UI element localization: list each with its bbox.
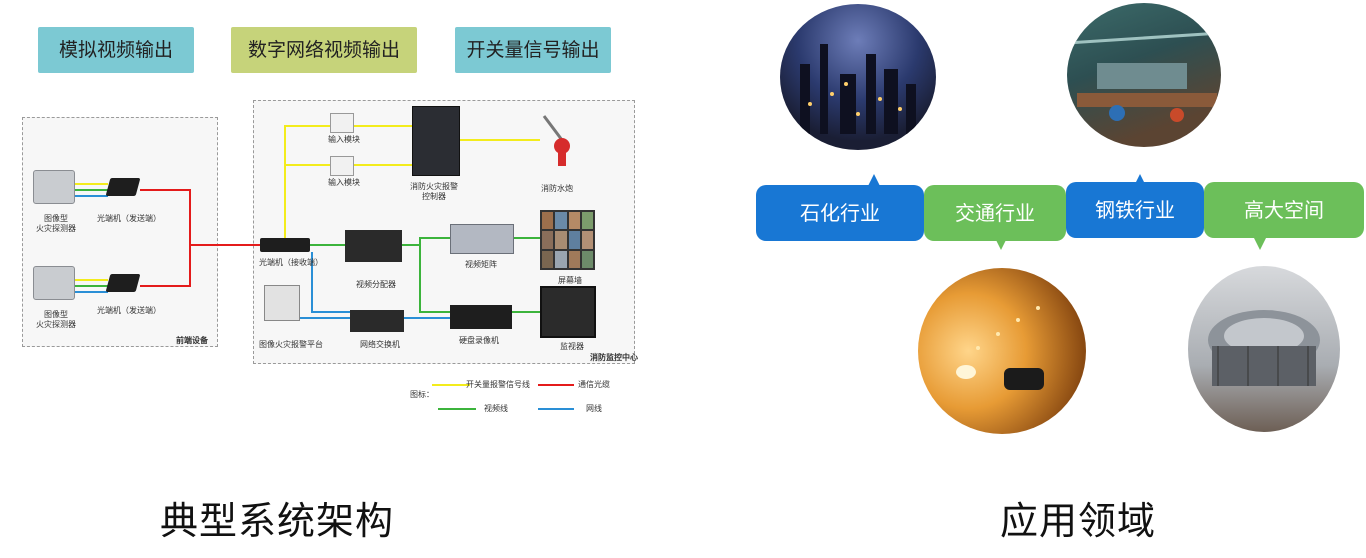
industry-pointers xyxy=(868,174,1266,250)
input-module-2-label: 输入模块 xyxy=(328,178,360,187)
tunnel-photo xyxy=(918,268,1086,434)
input-module-1-label: 输入模块 xyxy=(328,135,360,144)
monitor-label: 监视器 xyxy=(560,342,584,351)
receiver-icon xyxy=(260,238,310,252)
video-matrix-label: 视频矩阵 xyxy=(465,260,497,269)
receiver-label: 光端机（接收端） xyxy=(259,258,323,267)
network-switch-icon xyxy=(350,310,404,332)
fire-detector-2-icon xyxy=(33,266,75,300)
legend-title: 图标： xyxy=(410,390,434,399)
fire-alarm-controller-label: 消防火灾报警 控制器 xyxy=(410,182,458,201)
fire-detector-1-icon xyxy=(33,170,75,204)
steel-photo xyxy=(1067,3,1221,147)
fire-detector-1-label: 图像型 火灾探测器 xyxy=(36,214,76,233)
network-switch-label: 网络交换机 xyxy=(360,340,400,349)
legend-fiber: 通信光缆 xyxy=(578,380,610,389)
industry-steel: 钢铁行业 xyxy=(1066,182,1204,238)
petrochemical-photo xyxy=(780,4,936,150)
video-distributor-icon xyxy=(345,230,402,262)
industry-large-space: 高大空间 xyxy=(1204,182,1364,238)
input-module-2-icon xyxy=(330,156,354,176)
input-module-1-icon xyxy=(330,113,354,133)
front-end-title: 前端设备 xyxy=(176,336,208,345)
legend-alarm-line: 开关量报警信号线 xyxy=(466,380,530,389)
dvr-icon xyxy=(450,305,512,329)
right-caption: 应用领域 xyxy=(1000,499,1157,543)
dvr-label: 硬盘录像机 xyxy=(459,336,499,345)
screen-wall-icon xyxy=(540,210,595,270)
tab-digital-network-video: 数字网络视频输出 xyxy=(231,27,417,73)
tab-analog-video: 模拟视频输出 xyxy=(38,27,194,73)
industry-petrochemical: 石化行业 xyxy=(756,185,924,241)
monitoring-center-title: 消防监控中心 xyxy=(590,353,638,362)
left-caption: 典型系统架构 xyxy=(160,499,395,543)
video-distributor-label: 视频分配器 xyxy=(356,280,396,289)
stadium-photo xyxy=(1188,266,1340,432)
computer-icon xyxy=(264,285,300,321)
front-end-panel xyxy=(22,117,218,347)
legend-video-line: 视频线 xyxy=(484,404,508,413)
fire-alarm-controller-icon xyxy=(412,106,460,176)
tab-switch-signal: 开关量信号输出 xyxy=(455,27,611,73)
water-cannon-label: 消防水炮 xyxy=(541,184,573,193)
wiring-diagram xyxy=(74,125,574,410)
screen-wall-label: 屏幕墙 xyxy=(558,276,582,285)
legend-network-line: 网线 xyxy=(586,404,602,413)
video-matrix-icon xyxy=(450,224,514,254)
fire-detector-2-label: 图像型 火灾探测器 xyxy=(36,310,76,329)
transmitter-2-label: 光端机（发送端） xyxy=(97,306,161,315)
platform-label: 图像火灾报警平台 xyxy=(259,340,323,349)
transmitter-1-label: 光端机（发送端） xyxy=(97,214,161,223)
water-cannon-icon xyxy=(540,112,570,168)
monitor-icon xyxy=(540,286,596,338)
industry-transport: 交通行业 xyxy=(924,185,1066,241)
